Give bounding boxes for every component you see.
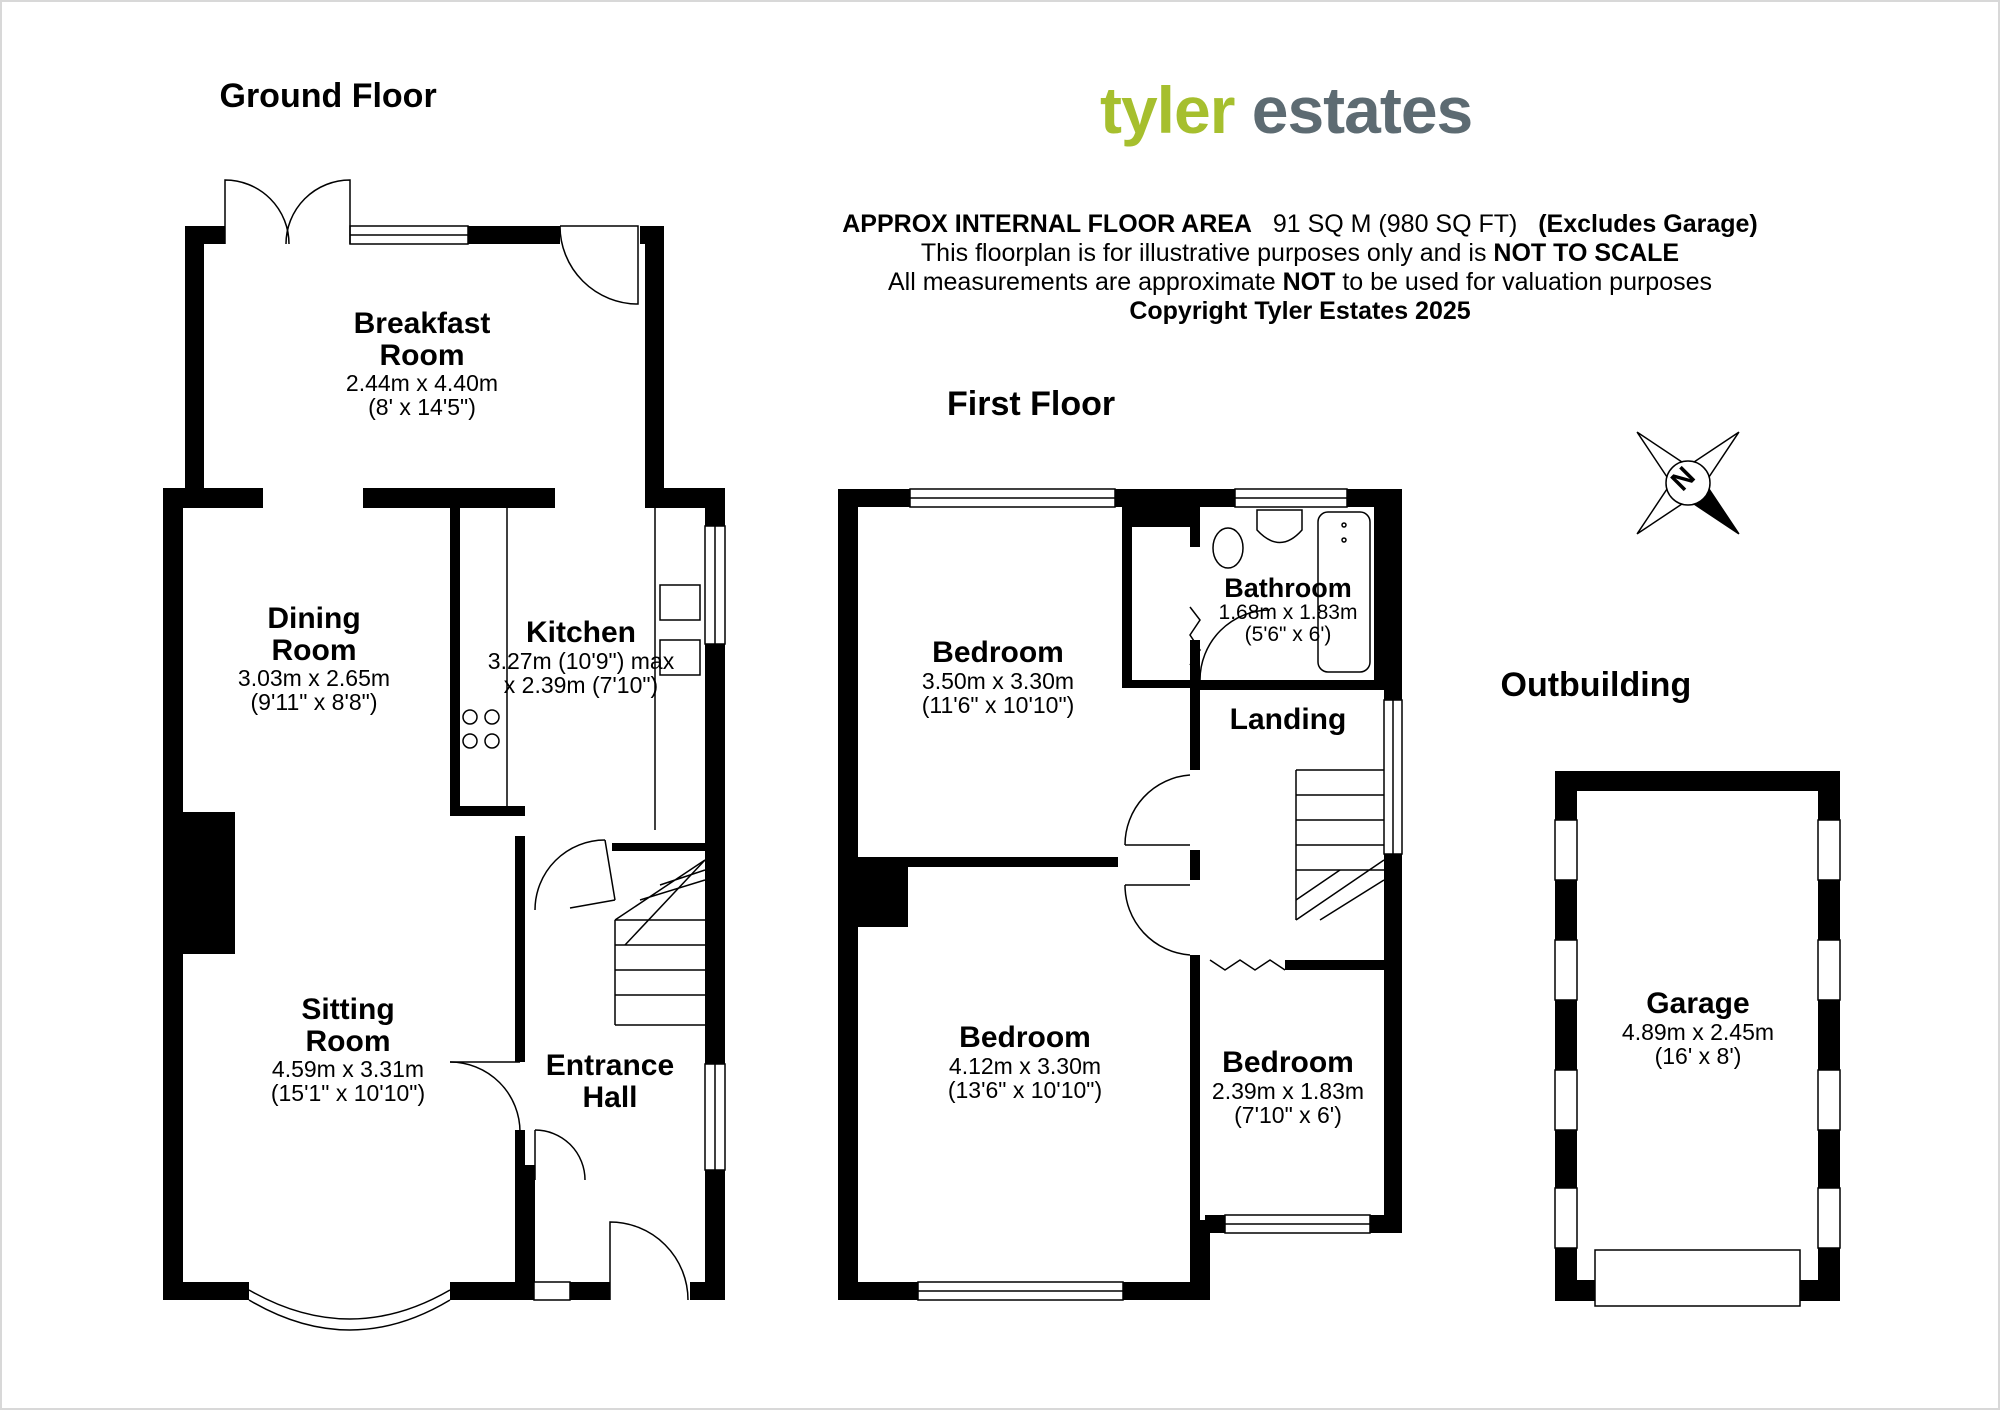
room-bedroom-1-name: Bedroom	[932, 636, 1064, 669]
outbuilding-title: Outbuilding	[1500, 666, 1692, 704]
valuation-post: to be used for valuation purposes	[1335, 268, 1713, 296]
room-garage-name: Garage	[1646, 987, 1750, 1020]
room-bedroom-3-name: Bedroom	[1222, 1046, 1354, 1079]
room-bathroom-metric: 1.68m x 1.83m	[1218, 601, 1358, 625]
room-dining-name1: Dining	[267, 602, 361, 635]
room-bedroom-1: Bedroom 3.50m x 3.30m (11'6" x 10'10")	[898, 637, 1098, 717]
room-kitchen-imperial: x 2.39m (7'10")	[503, 671, 659, 698]
compass-rose	[1636, 431, 1740, 535]
floor-area-label: APPROX INTERNAL FLOOR AREA	[842, 210, 1252, 238]
scale-disclaimer-bold: NOT TO SCALE	[1493, 239, 1680, 267]
room-bedroom-3: Bedroom 2.39m x 1.83m (7'10" x 6')	[1198, 1047, 1378, 1127]
ground-floor-plan	[163, 179, 726, 1331]
room-dining-name2: Room	[271, 633, 357, 667]
brand-logo-part1: tyler	[1100, 73, 1235, 147]
floor-area-line: APPROX INTERNAL FLOOR AREA 91 SQ M (980 …	[790, 210, 1810, 239]
room-entrance-name1: Entrance	[545, 1049, 675, 1082]
room-landing-name: Landing	[1229, 703, 1347, 736]
room-bedroom-2-metric: 4.12m x 3.30m	[948, 1052, 1102, 1079]
room-sitting-imperial: (15'1" x 10'10")	[270, 1080, 426, 1107]
room-entrance-name2: Hall	[582, 1080, 638, 1114]
room-landing: Landing	[1208, 704, 1368, 736]
room-dining-imperial: (9'11" x 8'8")	[250, 689, 378, 716]
room-bedroom-2: Bedroom 4.12m x 3.30m (13'6" x 10'10")	[925, 1022, 1125, 1102]
room-bedroom-1-metric: 3.50m x 3.30m	[921, 667, 1075, 694]
room-sitting-name1: Sitting	[301, 993, 395, 1026]
room-garage-metric: 4.89m x 2.45m	[1621, 1018, 1775, 1045]
room-dining: Dining Room 3.03m x 2.65m (9'11" x 8'8")	[214, 603, 414, 714]
room-bedroom-3-metric: 2.39m x 1.83m	[1211, 1077, 1365, 1104]
room-bathroom-name: Bathroom	[1224, 573, 1352, 603]
floor-area-note: (Excludes Garage)	[1538, 210, 1758, 238]
room-bathroom-imperial: (5'6" x 6')	[1244, 623, 1332, 647]
scale-disclaimer: This floorplan is for illustrative purpo…	[790, 239, 1810, 268]
room-breakfast: Breakfast Room 2.44m x 4.40m (8' x 14'5"…	[322, 308, 522, 419]
room-sitting-name2: Room	[305, 1024, 391, 1058]
room-entrance: Entrance Hall	[530, 1050, 690, 1113]
room-breakfast-metric: 2.44m x 4.40m	[345, 370, 499, 396]
room-breakfast-name2: Room	[379, 338, 465, 372]
ground-floor-title: Ground Floor	[219, 77, 437, 115]
floor-area-value: 91 SQ M (980 SQ FT)	[1272, 210, 1518, 238]
valuation-bold: NOT	[1282, 268, 1336, 296]
room-bedroom-2-name: Bedroom	[959, 1021, 1091, 1054]
room-breakfast-name1: Breakfast	[353, 307, 491, 340]
copyright-text: Copyright Tyler Estates 2025	[1129, 297, 1471, 325]
room-dining-metric: 3.03m x 2.65m	[237, 665, 391, 691]
room-kitchen-metric: 3.27m (10'9") max	[487, 647, 675, 674]
room-bathroom: Bathroom 1.68m x 1.83m (5'6" x 6')	[1198, 574, 1378, 646]
landing-stairs	[1295, 769, 1385, 921]
brand-logo: tyler estates	[1100, 72, 1473, 148]
ground-stairs	[614, 859, 706, 1026]
first-floor-plan	[838, 488, 1403, 1301]
room-kitchen-name: Kitchen	[525, 616, 636, 649]
copyright: Copyright Tyler Estates 2025	[790, 297, 1810, 326]
garage-plan	[1554, 771, 1841, 1307]
valuation-pre: All measurements are approximate	[887, 268, 1283, 296]
room-garage-imperial: (16' x 8')	[1654, 1042, 1742, 1069]
room-bedroom-2-imperial: (13'6" x 10'10")	[947, 1076, 1103, 1103]
valuation-disclaimer: All measurements are approximate NOT to …	[790, 268, 1810, 297]
room-bedroom-3-imperial: (7'10" x 6')	[1234, 1101, 1342, 1128]
floor-area-info: APPROX INTERNAL FLOOR AREA 91 SQ M (980 …	[790, 210, 1810, 326]
room-sitting: Sitting Room 4.59m x 3.31m (15'1" x 10'1…	[248, 994, 448, 1105]
room-bedroom-1-imperial: (11'6" x 10'10")	[921, 691, 1075, 718]
brand-logo-part2: estates	[1251, 73, 1473, 147]
first-floor-title: First Floor	[947, 385, 1116, 423]
room-breakfast-imperial: (8' x 14'5")	[368, 394, 476, 421]
scale-disclaimer-text: This floorplan is for illustrative purpo…	[920, 239, 1494, 267]
room-sitting-metric: 4.59m x 3.31m	[271, 1056, 425, 1082]
room-garage: Garage 4.89m x 2.45m (16' x 8')	[1598, 988, 1798, 1068]
room-kitchen: Kitchen 3.27m (10'9") max x 2.39m (7'10"…	[470, 617, 692, 697]
